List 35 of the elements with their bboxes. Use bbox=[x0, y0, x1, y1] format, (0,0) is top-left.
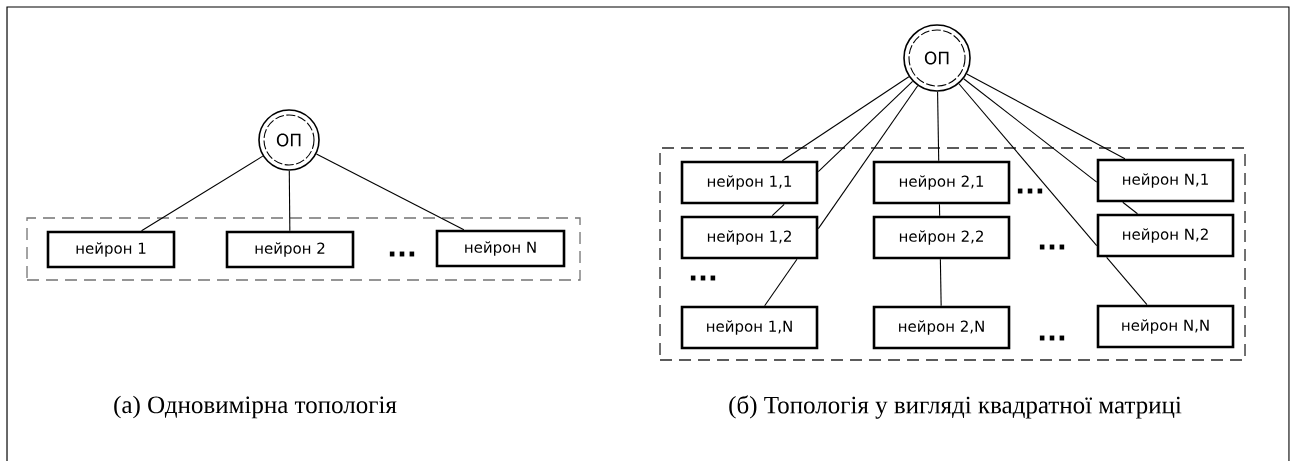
neuron-box: нейрон N,2 bbox=[1096, 213, 1235, 258]
neuron-box: нейрон 2,N bbox=[872, 305, 1011, 350]
connector-line bbox=[141, 155, 264, 232]
neuron-box: нейрон 1,2 bbox=[680, 215, 819, 260]
dashed-group-box bbox=[659, 147, 1246, 361]
connector-line bbox=[963, 78, 1098, 183]
neuron-box: нейрон 2,1 bbox=[872, 160, 1011, 205]
neuron-box: нейрон N,N bbox=[1096, 304, 1235, 349]
connector-line bbox=[1122, 201, 1138, 215]
connector-line bbox=[958, 83, 1098, 247]
neuron-box: нейрон 1 bbox=[46, 230, 176, 269]
neuron-box: нейрон 2,2 bbox=[872, 215, 1011, 260]
connector-line bbox=[288, 170, 291, 232]
neuron-box: нейрон 2 bbox=[225, 230, 355, 269]
connector-line bbox=[771, 203, 785, 217]
neuron-box: нейрон N bbox=[435, 229, 566, 268]
caption: (б) Топологія у вигляді квадратної матриці bbox=[729, 395, 1182, 419]
connector-line bbox=[764, 258, 798, 307]
ellipsis: ... bbox=[690, 275, 716, 281]
connector-line bbox=[1106, 256, 1148, 306]
neuron-box: нейрон 1,N bbox=[680, 305, 819, 350]
ellipsis: ... bbox=[389, 251, 415, 257]
caption: (а) Одновимірна топологія bbox=[114, 395, 397, 419]
neuron-box: нейрон N,1 bbox=[1096, 158, 1235, 203]
neuron-box: нейрон 1,1 bbox=[680, 160, 819, 205]
dashed-group-box bbox=[26, 217, 581, 281]
connector-line bbox=[937, 91, 940, 162]
connector-line bbox=[817, 85, 919, 230]
connector-line bbox=[966, 73, 1126, 160]
ellipsis: ... bbox=[1017, 188, 1043, 194]
connector-line bbox=[939, 258, 942, 307]
ellipsis: ... bbox=[1039, 244, 1065, 250]
connector-line bbox=[938, 203, 941, 217]
connector-line bbox=[817, 80, 914, 173]
ellipsis: ... bbox=[1039, 335, 1065, 341]
